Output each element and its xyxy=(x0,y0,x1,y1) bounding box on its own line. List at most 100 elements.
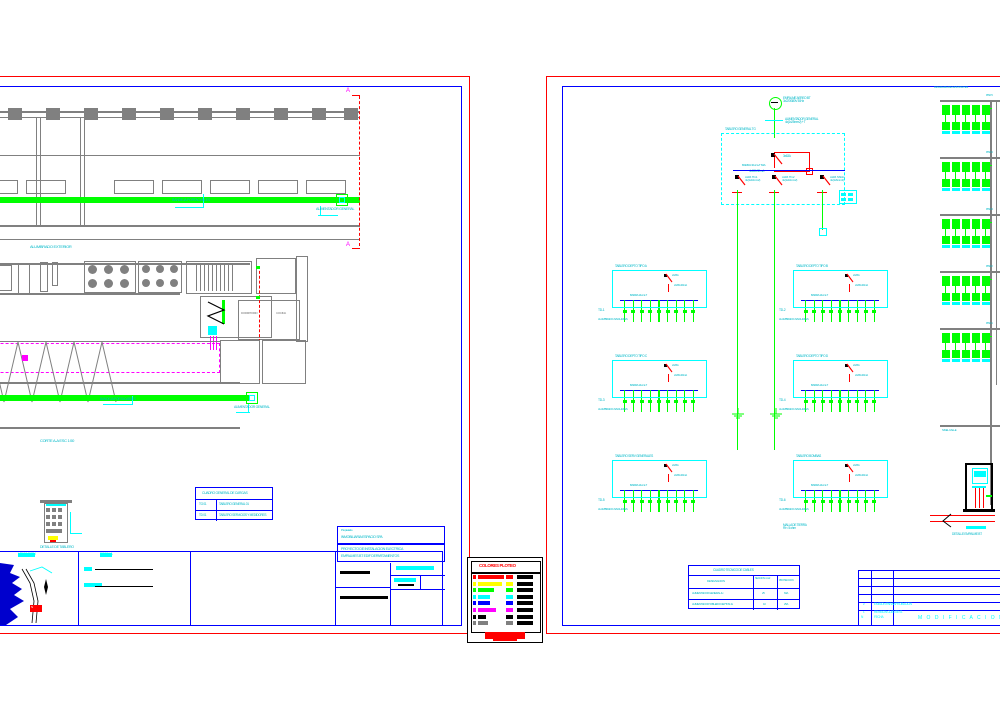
panel-circuit-band xyxy=(620,307,700,308)
main-bus-bar xyxy=(733,169,845,171)
label-differential: 4x63A 30mA xyxy=(749,169,765,173)
unit-panel-lower xyxy=(972,293,980,301)
panel-diff xyxy=(849,474,851,482)
label-panel-detail: DETALLE DE TABLERO xyxy=(40,545,74,549)
rev-n-1-right: 1 xyxy=(863,610,865,614)
plotter-swatch xyxy=(478,594,490,599)
circuit-breaker-mark xyxy=(803,500,808,503)
project-title-line1: PROYECTO DE INSTALACION ELECTRICA xyxy=(341,547,404,551)
plotter-swatch xyxy=(478,601,490,606)
unit-panel-lower xyxy=(982,350,990,358)
panel-circuit-band xyxy=(620,497,700,498)
floor-branch xyxy=(982,279,992,281)
circuit-breaker-mark xyxy=(674,400,679,403)
circuit-breaker-mark xyxy=(691,500,696,503)
floor-branch xyxy=(982,222,992,224)
unit-feeder xyxy=(965,342,967,351)
cable-table: CUADRO TECNICO DE CABLES DESIGNACION SEC… xyxy=(688,565,800,610)
owner-block: Propietario INMOBILIARIA ESPACIO SPA xyxy=(337,526,445,544)
panel-diff-label: 2x25A 30mA xyxy=(674,283,687,287)
plotter-swatch xyxy=(473,588,476,593)
floor-label: PISO 1 xyxy=(986,322,993,325)
plotter-swatch xyxy=(506,581,513,586)
panel-id: TD-3 xyxy=(598,398,605,402)
unit-panel-lower xyxy=(982,236,990,244)
circuit-breaker-mark xyxy=(622,400,627,403)
circuit-breaker-mark xyxy=(855,310,860,313)
unit-feeder xyxy=(945,285,947,294)
unit-panel xyxy=(972,162,980,172)
panel-diff xyxy=(849,284,851,292)
plotter-swatch xyxy=(478,614,486,619)
junction-box-roof xyxy=(336,194,348,206)
unit-feeder xyxy=(985,342,987,351)
circuit-breaker-mark xyxy=(656,400,661,403)
unit-feeder xyxy=(945,342,947,351)
panel-note: ALUMBRADO / ENCHUFES xyxy=(779,507,809,511)
owner-heading: Propietario xyxy=(341,528,353,532)
unit-label-tag xyxy=(962,188,970,191)
structure-grid-dashed xyxy=(0,343,220,373)
cable-row-0-prot: 63A xyxy=(784,590,789,595)
circuit-breaker-mark xyxy=(846,500,851,503)
panel-id: TD-4 xyxy=(779,398,786,402)
unit-panel xyxy=(982,105,990,115)
circuit-breaker-mark xyxy=(622,310,627,313)
floor-branch xyxy=(982,108,992,110)
load-legend-table: CUADRO GENERAL DE CARGAS TG 01 TABLERO G… xyxy=(195,487,273,521)
panel-id: TD-2 xyxy=(779,308,786,312)
unit-label-tag xyxy=(942,302,950,305)
panel-title: TABLERO BOMBAS xyxy=(796,454,821,458)
owner-name: INMOBILIARIA ESPACIO SPA xyxy=(341,535,383,539)
unit-label-tag xyxy=(952,245,960,248)
circuit-breaker-mark xyxy=(631,500,636,503)
panel-breaker-label: 2x25A xyxy=(672,273,679,277)
location-map: N xyxy=(0,561,76,625)
unit-feeder xyxy=(955,171,957,180)
floor-slab xyxy=(940,328,1000,330)
circuit-breaker-mark xyxy=(631,310,636,313)
plotter-swatch xyxy=(517,594,533,599)
panel-title: TABLERO DEPTO TIPO C xyxy=(615,354,647,358)
rev-title-right: M O D I F I C A C I O N E S xyxy=(918,615,1000,621)
riser-ground-label: NIVEL CALLE xyxy=(942,428,957,432)
cable-col-0: DESIGNACION xyxy=(707,578,725,583)
unit-feeder xyxy=(955,342,957,351)
panel-main-breaker-dot xyxy=(845,364,848,367)
label-main-feeder: ALIMENTADOR GENERAL 4x(1x25mm2) + T xyxy=(785,117,819,125)
unit-label-tag xyxy=(962,131,970,134)
unit-panel xyxy=(972,105,980,115)
unit-panel xyxy=(952,276,960,286)
circuit-breaker-mark xyxy=(872,400,877,403)
unit-panel xyxy=(952,162,960,172)
circuit-breaker-mark xyxy=(855,500,860,503)
conduit-run-roof xyxy=(0,197,360,203)
panel-diff-label: 2x25A 30mA xyxy=(674,473,687,477)
unit-panel xyxy=(972,276,980,286)
unit-label-tag xyxy=(952,359,960,362)
label-main-breaker: 3x63A xyxy=(783,154,791,158)
rev-col-fecha-right: FECHA xyxy=(874,615,884,619)
floor-slab xyxy=(940,100,1000,102)
floor-slab xyxy=(940,214,1000,216)
circuit-breaker-mark xyxy=(820,500,825,503)
surge-device xyxy=(806,168,813,175)
circuit-breaker-mark xyxy=(837,310,842,313)
plotter-swatch xyxy=(517,581,533,586)
rev-desc-0-right: EMISION PARA APROBACION xyxy=(874,602,912,606)
cable-row-0-sec: 25 xyxy=(762,590,765,595)
panel-diff xyxy=(668,284,670,292)
unit-feeder xyxy=(985,171,987,180)
label-roof-note: ALUMBRADO EXTERIOR xyxy=(30,244,72,249)
circuit-breaker-mark xyxy=(648,400,653,403)
panel-note: ALUMBRADO / ENCHUFES xyxy=(598,317,628,321)
plotter-swatch xyxy=(473,614,476,619)
label-section-title: CORTE A-A ESC 1:50 xyxy=(40,438,75,443)
unit-panel xyxy=(962,162,970,172)
panel-bus-label: BARRA 1F+N+T xyxy=(811,383,828,387)
floor-label: PISO 2 xyxy=(986,265,993,268)
panel-circuit-band xyxy=(620,397,700,398)
panel-main-breaker-dot xyxy=(664,364,667,367)
room-label-1: DORMITORIO xyxy=(241,311,258,315)
unit-label-tag xyxy=(942,245,950,248)
